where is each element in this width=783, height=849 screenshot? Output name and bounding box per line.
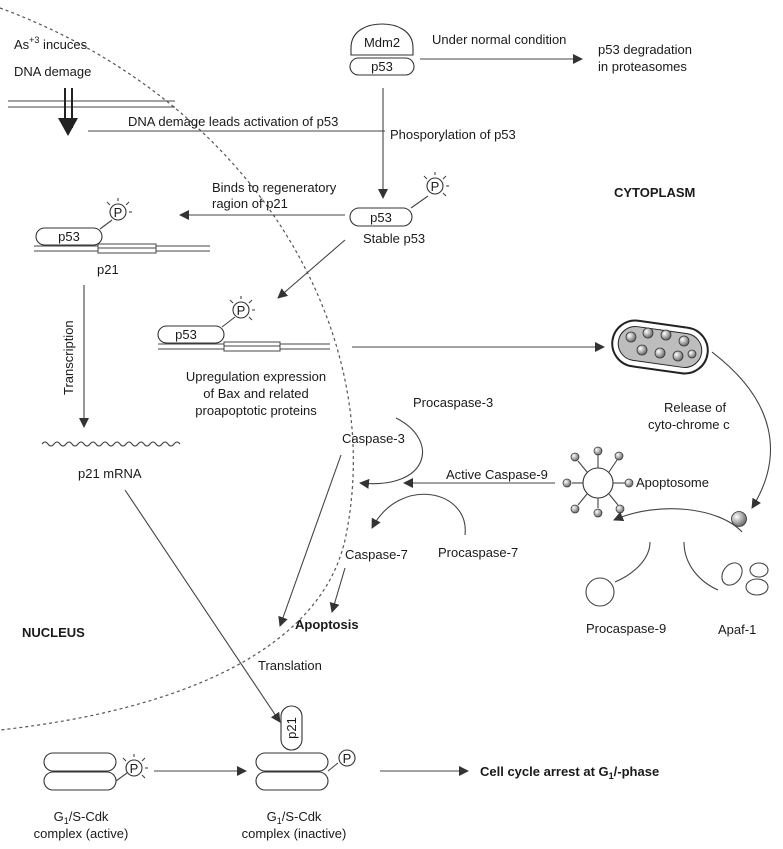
- svg-text:P: P: [343, 751, 352, 766]
- degradation-label-2: in proteasomes: [598, 59, 687, 74]
- cytochrome-release-arrow: [711, 351, 771, 509]
- p21-gene-label: p21: [97, 262, 119, 277]
- upregulation-label-3: proapoptotic proteins: [195, 403, 317, 418]
- under-normal-label: Under normal condition: [432, 32, 566, 47]
- procaspase3-conversion-curve: [359, 417, 423, 489]
- stable-p53-shape-label: p53: [370, 210, 392, 225]
- procaspase9-label: Procaspase-9: [586, 621, 666, 636]
- apaf1-shape: [721, 562, 769, 596]
- p53-on-bax-label: p53: [175, 327, 197, 342]
- dna-damage-label: DNA demage: [14, 64, 91, 79]
- svg-text:P: P: [114, 205, 123, 220]
- release-label-1: Release of: [664, 400, 727, 415]
- p21-protein: p21: [280, 705, 303, 751]
- cdk-active-label-1: G1/S-Cdk: [54, 809, 109, 826]
- p53-on-bax-phospho: P: [221, 296, 255, 328]
- nucleus-label: NUCLEUS: [22, 625, 85, 640]
- p53-bound-label: p53: [371, 59, 393, 74]
- procaspase7-conversion-curve: [371, 493, 466, 536]
- translation-label: Translation: [258, 658, 322, 673]
- caspase7-to-apoptosis-arrow: [329, 567, 346, 613]
- apaf1-label: Apaf-1: [718, 622, 756, 637]
- stable-p53-phospho: P: [410, 172, 449, 209]
- svg-text:P: P: [130, 761, 139, 776]
- stable-p53-to-bax-arrow: [277, 239, 346, 299]
- p21-mrna-wave: [41, 441, 181, 447]
- p21-gene: [34, 243, 210, 254]
- mdm2-shape: [350, 23, 414, 56]
- caspase3-label: Caspase-3: [342, 431, 405, 446]
- apoptosome-label: Apoptosome: [636, 475, 709, 490]
- p53-on-bax-shape: [157, 325, 225, 344]
- cdk-inactive-label-2: complex (inactive): [242, 826, 347, 841]
- svg-text:P: P: [431, 179, 440, 194]
- transcription-label: Transcription: [61, 320, 76, 395]
- caspase7-label: Caspase-7: [345, 547, 408, 562]
- procaspase9-feed-curve: [614, 541, 651, 583]
- cdk-inactive-complex: P: [255, 749, 356, 791]
- binds-label-1: Binds to regeneratory: [212, 180, 337, 195]
- dna-strand-damaged: [8, 100, 175, 108]
- p21-mrna-label: p21 mRNA: [78, 466, 142, 481]
- nucleus-membrane: [0, 7, 354, 731]
- upregulation-label-1: Upregulation expression: [186, 369, 326, 384]
- cell-cycle-arrest-label: Cell cycle arrest at G1/-phase: [480, 764, 659, 781]
- stable-p53-shape: [349, 207, 413, 227]
- degradation-label-1: p53 degradation: [598, 42, 692, 57]
- bax-gene: [158, 341, 330, 352]
- dna-damage-activation-label: DNA demage leads activation of p53: [128, 114, 338, 129]
- release-label-2: cyto-chrome c: [648, 417, 730, 432]
- svg-text:p21: p21: [284, 717, 299, 739]
- svg-text:P: P: [237, 303, 246, 318]
- apoptosis-label: Apoptosis: [295, 617, 359, 632]
- apoptosome-assembly-curve: [613, 508, 743, 533]
- caspase3-to-apoptosis-arrow: [278, 454, 342, 627]
- cdk-inactive-label-1: G1/S-Cdk: [267, 809, 322, 826]
- cytochrome-c-ball: [731, 511, 747, 527]
- active-caspase9-label: Active Caspase-9: [446, 467, 548, 482]
- translation-arrow: [124, 489, 281, 723]
- binds-label-2: ragion of p21: [212, 196, 288, 211]
- cytoplasm-label: CYTOPLASM: [614, 185, 695, 200]
- cdk-active-label-2: complex (active): [34, 826, 129, 841]
- mdm2-label: Mdm2: [364, 35, 400, 50]
- mitochondrion: [611, 319, 709, 375]
- stable-p53-label: Stable p53: [363, 231, 425, 246]
- p53-on-p21-label: p53: [58, 229, 80, 244]
- procaspase9-shape: [585, 577, 615, 607]
- p53-on-p21-phospho: P: [99, 198, 132, 230]
- apaf1-feed-curve: [683, 541, 719, 591]
- phosphorylation-label: Phosporylation of p53: [390, 127, 516, 142]
- p53-bound-shape: [349, 57, 415, 76]
- apoptosome: [562, 446, 634, 518]
- upregulation-label-2: of Bax and related: [203, 386, 309, 401]
- procaspase7-label: Procaspase-7: [438, 545, 518, 560]
- dna-damage-arrow: [58, 88, 78, 136]
- p53-on-p21-shape: [35, 227, 103, 246]
- as3-label: As+3 incuces: [14, 35, 88, 52]
- procaspase3-label: Procaspase-3: [413, 395, 493, 410]
- cdk-active-complex: P: [43, 752, 148, 791]
